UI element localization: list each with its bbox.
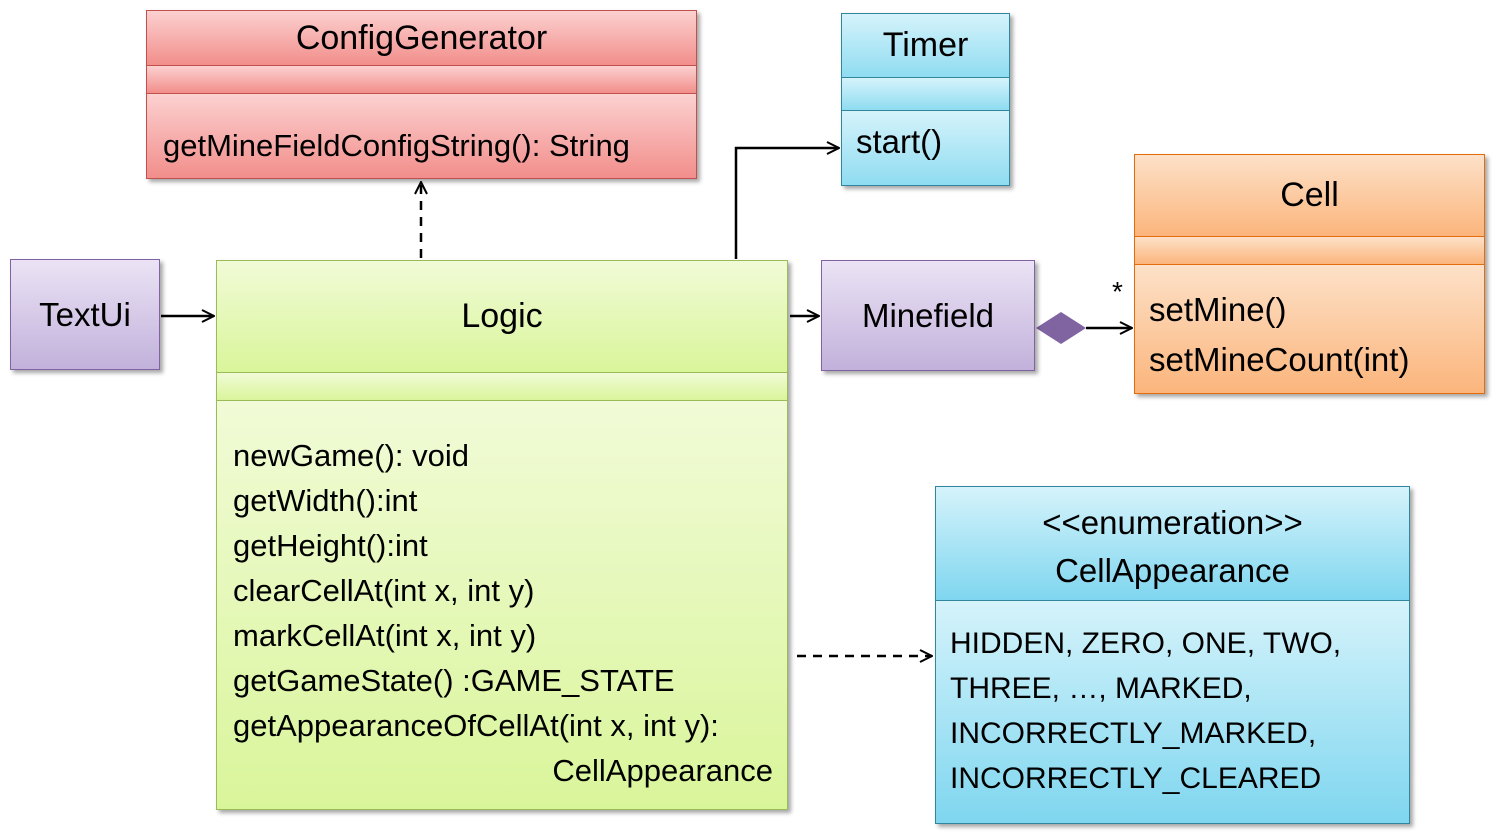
operation: start() [856, 123, 943, 160]
class-timer[interactable]: Timer start() [841, 13, 1010, 186]
class-name: Cell [1135, 155, 1484, 236]
class-name: Logic [217, 261, 787, 372]
class-name: ConfigGenerator [147, 11, 696, 65]
operation: getHeight():int [233, 528, 428, 563]
operation: clearCellAt(int x, int y) [233, 573, 535, 608]
operation: setMineCount(int) [1149, 341, 1410, 378]
operation: newGame(): void [233, 438, 470, 473]
attributes-compartment [1135, 236, 1484, 264]
enum-literals-compartment: HIDDEN, ZERO, ONE, TWO, THREE, …, MARKED… [936, 600, 1409, 823]
enum-cellappearance[interactable]: <<enumeration>> CellAppearance HIDDEN, Z… [935, 486, 1410, 824]
operation-return-type: CellAppearance [552, 753, 773, 788]
operation: getWidth():int [233, 483, 418, 518]
class-textui[interactable]: TextUi [10, 259, 160, 370]
class-name: TextUi [39, 295, 131, 333]
attributes-compartment [842, 77, 1009, 110]
attributes-compartment [147, 65, 696, 93]
operation: getGameState() :GAME_STATE [233, 663, 675, 698]
enum-literal: THREE, …, MARKED, [950, 672, 1252, 705]
composition-diamond [1036, 312, 1086, 344]
operation: getMineFieldConfigString(): String [163, 128, 630, 163]
operation: markCellAt(int x, int y) [233, 618, 537, 653]
class-minefield[interactable]: Minefield [821, 260, 1035, 371]
class-name: Timer [842, 14, 1009, 77]
attributes-compartment [217, 372, 787, 400]
class-configgenerator[interactable]: ConfigGenerator getMineFieldConfigString… [146, 10, 697, 179]
logic-to-timer-association [734, 148, 839, 259]
multiplicity-label: * [1112, 276, 1123, 307]
enum-literal: INCORRECTLY_CLEARED [950, 762, 1322, 795]
enum-header: <<enumeration>> CellAppearance [936, 487, 1409, 600]
enum-literal: INCORRECTLY_MARKED, [950, 717, 1317, 750]
operation: setMine() [1149, 291, 1287, 328]
operations-compartment: getMineFieldConfigString(): String [147, 93, 696, 178]
class-cell[interactable]: Cell setMine() setMineCount(int) [1134, 154, 1485, 394]
class-logic[interactable]: Logic newGame(): void getWidth():int get… [216, 260, 788, 810]
operations-compartment: setMine() setMineCount(int) [1135, 264, 1484, 393]
operation: getAppearanceOfCellAt(int x, int y): [233, 708, 719, 743]
operations-compartment: newGame(): void getWidth():int getHeight… [217, 400, 787, 809]
class-name: CellAppearance [1055, 552, 1290, 589]
stereotype-label: <<enumeration>> [1042, 504, 1303, 541]
operations-compartment: start() [842, 110, 1009, 185]
enum-literal: HIDDEN, ZERO, ONE, TWO, [950, 627, 1342, 660]
class-name: Minefield [861, 296, 995, 334]
